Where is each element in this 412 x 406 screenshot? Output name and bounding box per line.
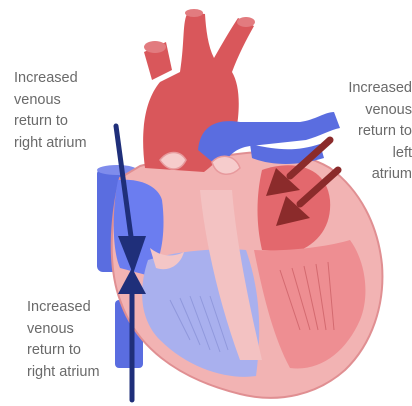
label-line: venous bbox=[27, 319, 100, 341]
label-venous-return-top-left: Increased venous return to right atrium bbox=[14, 68, 87, 154]
label-line: return to bbox=[27, 340, 100, 362]
label-line: return to bbox=[328, 121, 412, 143]
label-line: return to bbox=[14, 111, 87, 133]
label-line: venous bbox=[14, 90, 87, 112]
label-venous-return-bottom-left: Increased venous return to right atrium bbox=[27, 297, 100, 383]
label-line: left bbox=[328, 143, 412, 165]
label-line: right atrium bbox=[14, 133, 87, 155]
label-line: Increased bbox=[328, 78, 412, 100]
label-line: venous bbox=[328, 100, 412, 122]
label-line: Increased bbox=[27, 297, 100, 319]
label-venous-return-left-atrium: Increased venous return to left atrium bbox=[328, 78, 412, 186]
label-line: atrium bbox=[328, 164, 412, 186]
label-line: Increased bbox=[14, 68, 87, 90]
label-line: right atrium bbox=[27, 362, 100, 384]
